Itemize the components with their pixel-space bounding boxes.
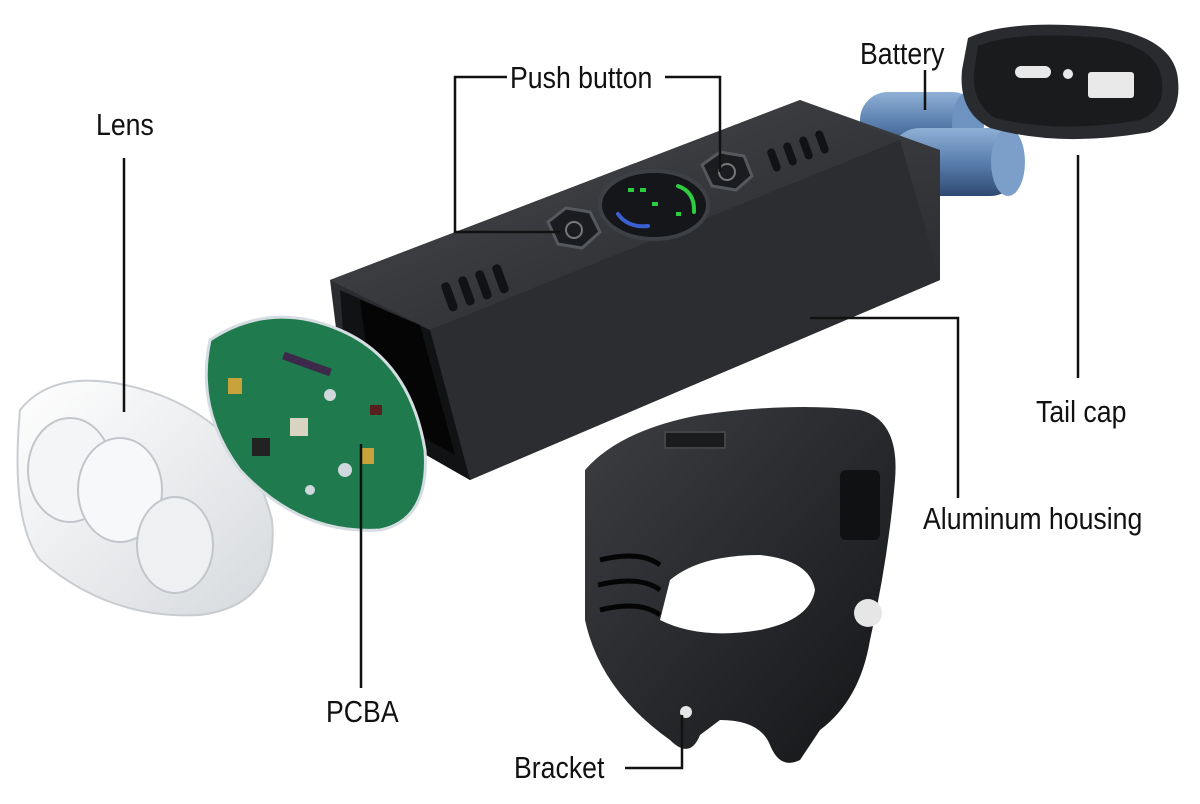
leader-lines — [122, 70, 1080, 770]
label-aluminum-housing: Aluminum housing — [923, 501, 1143, 536]
push-button-part — [546, 150, 754, 250]
label-bracket: Bracket — [514, 750, 605, 785]
label-pcba: PCBA — [326, 694, 399, 729]
pcba-part — [204, 315, 427, 532]
aluminum-housing-part — [330, 100, 940, 480]
label-lens: Lens — [96, 107, 154, 142]
tail-cap-part — [961, 24, 1179, 140]
label-battery: Battery — [860, 36, 945, 71]
label-tail-cap: Tail cap — [1036, 394, 1127, 429]
label-push-button: Push button — [510, 60, 653, 95]
lens-part — [16, 379, 274, 617]
bracket-part — [585, 406, 896, 763]
